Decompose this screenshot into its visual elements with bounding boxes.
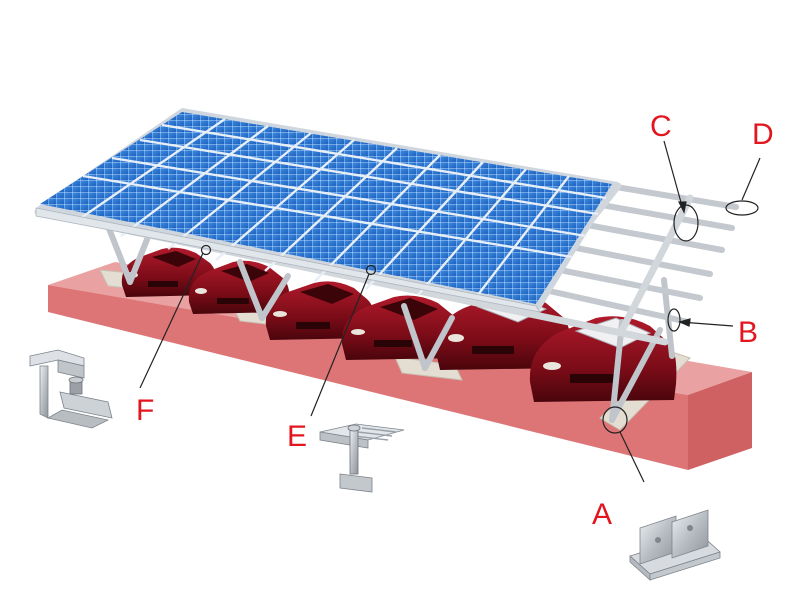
callout-label-c: C bbox=[650, 110, 672, 143]
callout-label-b: B bbox=[738, 316, 758, 349]
post bbox=[609, 319, 625, 423]
solar-panel-array bbox=[35, 108, 618, 313]
post bbox=[105, 223, 133, 285]
car bbox=[188, 260, 290, 314]
post bbox=[237, 259, 265, 321]
leader-e bbox=[310, 273, 370, 417]
open-rails bbox=[533, 183, 739, 325]
post bbox=[422, 315, 455, 371]
callout-circle-d bbox=[725, 200, 759, 216]
callout-label-d: D bbox=[752, 118, 774, 151]
ground-slab-side bbox=[688, 372, 752, 470]
base-bracket-detail bbox=[629, 509, 721, 581]
end-clamp-detail bbox=[29, 349, 113, 429]
rail bbox=[533, 285, 691, 325]
support-posts bbox=[105, 223, 675, 423]
leader-f bbox=[139, 252, 204, 389]
post bbox=[259, 273, 291, 321]
callout-circle-f bbox=[200, 244, 212, 256]
panel-edge bbox=[35, 207, 541, 313]
leader-lines bbox=[139, 140, 761, 483]
rail bbox=[593, 201, 735, 231]
leader-d bbox=[741, 157, 761, 201]
panel-gridlines bbox=[74, 118, 607, 301]
callout-label-e: E bbox=[287, 420, 307, 453]
post bbox=[401, 303, 428, 371]
footing bbox=[394, 356, 463, 381]
rail bbox=[563, 243, 713, 277]
panel-field bbox=[40, 112, 612, 304]
car bbox=[341, 295, 461, 360]
callout-label-a: A bbox=[592, 498, 612, 531]
rail bbox=[579, 221, 725, 253]
callout-label-f: F bbox=[136, 394, 154, 427]
rail bbox=[547, 265, 703, 301]
rail bbox=[607, 183, 739, 210]
callout-circle-a bbox=[602, 406, 628, 434]
beam bbox=[618, 194, 694, 334]
post bbox=[127, 229, 153, 285]
callout-circle-e bbox=[365, 264, 377, 276]
leader-c bbox=[663, 140, 683, 207]
ground-slab-front bbox=[48, 285, 688, 470]
leader-a bbox=[619, 431, 645, 483]
mid-clamp-detail bbox=[319, 423, 405, 493]
callout-labels: A B C D E F bbox=[136, 110, 774, 531]
callout-circle-b bbox=[667, 308, 681, 332]
post bbox=[609, 327, 663, 423]
